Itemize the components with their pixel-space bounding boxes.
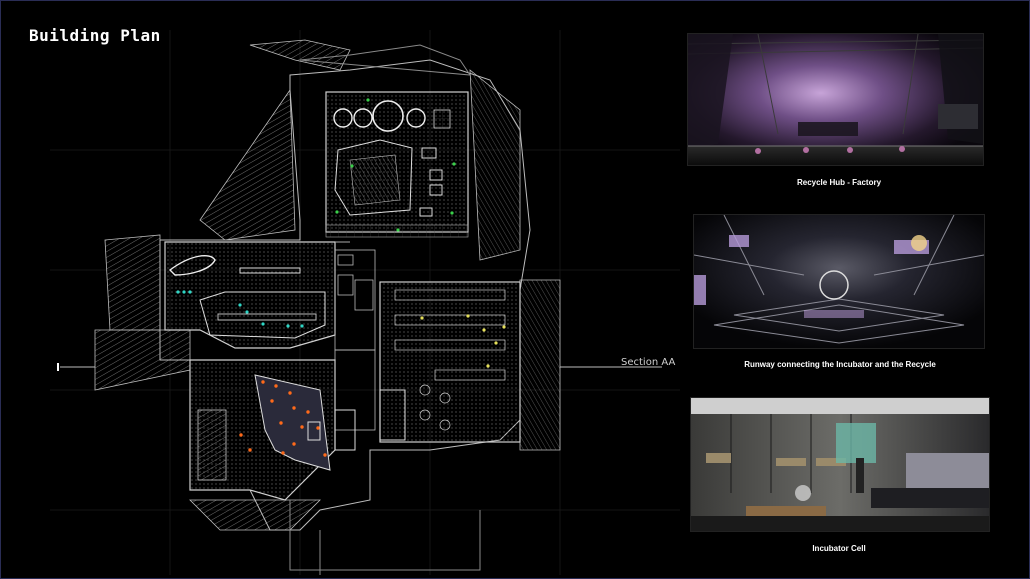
recycle-hub-image bbox=[688, 34, 983, 165]
building-plan-drawing bbox=[50, 30, 680, 575]
core-block bbox=[334, 249, 376, 431]
incubator-cell-image bbox=[691, 398, 989, 531]
render-runway bbox=[693, 214, 985, 349]
caption-runway: Runway connecting the Incubator and the … bbox=[744, 360, 936, 369]
caption-incubator-cell: Incubator Cell bbox=[812, 544, 866, 553]
workshop-block bbox=[379, 281, 521, 443]
lab-block bbox=[164, 241, 350, 349]
markers-green bbox=[335, 98, 456, 232]
hatched-fins bbox=[94, 39, 561, 531]
render-recycle-hub bbox=[687, 33, 984, 166]
factory-block bbox=[325, 91, 469, 238]
caption-recycle-hub: Recycle Hub - Factory bbox=[796, 178, 882, 187]
runway-image bbox=[694, 215, 984, 348]
building-outline bbox=[57, 44, 662, 575]
markers-orange bbox=[239, 380, 327, 457]
markers-yellow bbox=[420, 314, 506, 368]
section-label: Section AA bbox=[621, 357, 676, 368]
markers-cyan bbox=[176, 290, 304, 328]
incubator-block bbox=[189, 359, 356, 501]
render-incubator-cell bbox=[690, 397, 990, 532]
page-title: Building Plan bbox=[29, 26, 161, 45]
